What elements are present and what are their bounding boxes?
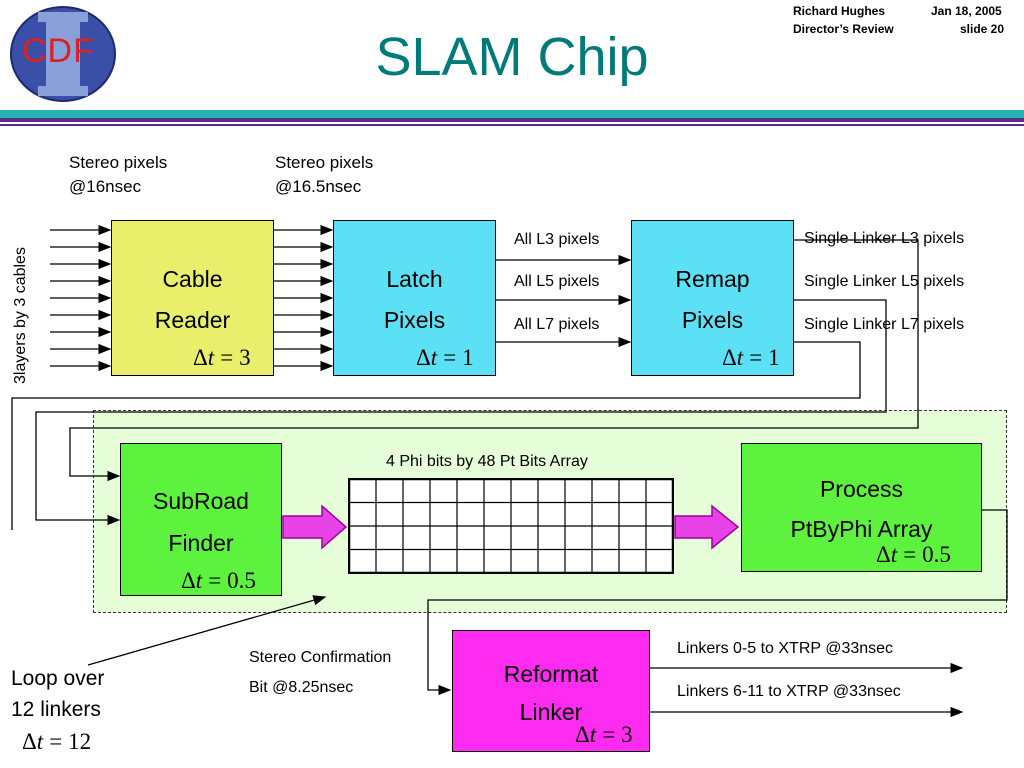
remap-pixels-dt: Δt=1 [722,345,780,370]
subroad-label-2: Finder [168,530,234,556]
page-title: SLAM Chip [375,27,649,87]
cable-reader-label-2: Reader [154,307,231,333]
stereo-label-1-line2: @16nsec [69,177,142,196]
latch-pixels-label-1: Latch [386,266,443,292]
reformat-label-2: Linker [519,699,583,725]
logo-text: CDF [22,32,95,70]
slide-number: slide 20 [960,22,1005,36]
logo-graphic [10,6,116,102]
cable-reader-label-1: Cable [162,266,223,292]
single-linker-l5-label: Single Linker L5 pixels [804,273,965,290]
all-l7-label: All L7 pixels [514,316,600,333]
latch-pixels-box: Latch Pixels Δt=1 [333,220,496,376]
loop-label-line2: 12 linkers [11,698,101,721]
reformat-linker-box: Reformat Linker Δt=3 [452,630,650,752]
single-linker-l7-label: Single Linker L7 pixels [804,316,965,333]
process-dt: Δt=0.5 [876,542,951,567]
reformat-dt: Δt=3 [575,722,633,747]
subroad-dt: Δt=0.5 [181,568,256,593]
process-ptbyphi-box: Process PtByPhi Array Δt=0.5 [741,443,982,572]
author: Richard Hughes [793,4,886,18]
date: Jan 18, 2005 [931,4,1002,18]
header-band-purple [0,118,1024,122]
xtrp-label-1: Linkers 0-5 to XTRP @33nsec [677,640,894,657]
loop-label-line1: Loop over [11,667,105,690]
single-linker-l3-label: Single Linker L3 pixels [804,230,965,247]
stereo-label-1-line1: Stereo pixels [69,153,168,172]
remap-pixels-label-2: Pixels [681,307,744,333]
latch-pixels-dt: Δt=1 [416,345,474,370]
stereo-confirmation-line1: Stereo Confirmation [249,649,392,666]
event: Director’s Review [793,22,894,36]
remap-pixels-box: Remap Pixels Δt=1 [631,220,794,376]
array-grid [348,478,674,574]
cables-label: 3layers by 3 cables [12,247,29,384]
xtrp-label-2: Linkers 6-11 to XTRP @33nsec [677,683,901,700]
subroad-label-1: SubRoad [153,488,249,514]
latch-pixels-label-2: Pixels [383,307,446,333]
array-label: 4 Phi bits by 48 Pt Bits Array [386,453,588,470]
process-label-1: Process [819,476,904,502]
header-band-teal [0,110,1024,118]
stereo-label-2-line2: @16.5nsec [275,177,362,196]
loop-dt: Δt=12 [22,729,92,754]
stereo-confirmation-line2: Bit @8.25nsec [249,679,354,696]
header-band-thin [0,124,1024,126]
cable-reader-box: Cable Reader Δt=3 [111,220,274,376]
process-label-2: PtByPhi Array [790,516,933,542]
cdf-logo: CDF [8,4,118,104]
phi-pt-bits-array [348,478,674,574]
cable-reader-dt: Δt=3 [193,345,251,370]
stereo-label-2-line1: Stereo pixels [275,153,374,172]
subroad-finder-box: SubRoad Finder Δt=0.5 [120,443,282,596]
all-l5-label: All L5 pixels [514,273,600,290]
all-l3-label: All L3 pixels [514,231,600,248]
reformat-label-1: Reformat [503,661,599,687]
remap-pixels-label-1: Remap [675,266,750,292]
